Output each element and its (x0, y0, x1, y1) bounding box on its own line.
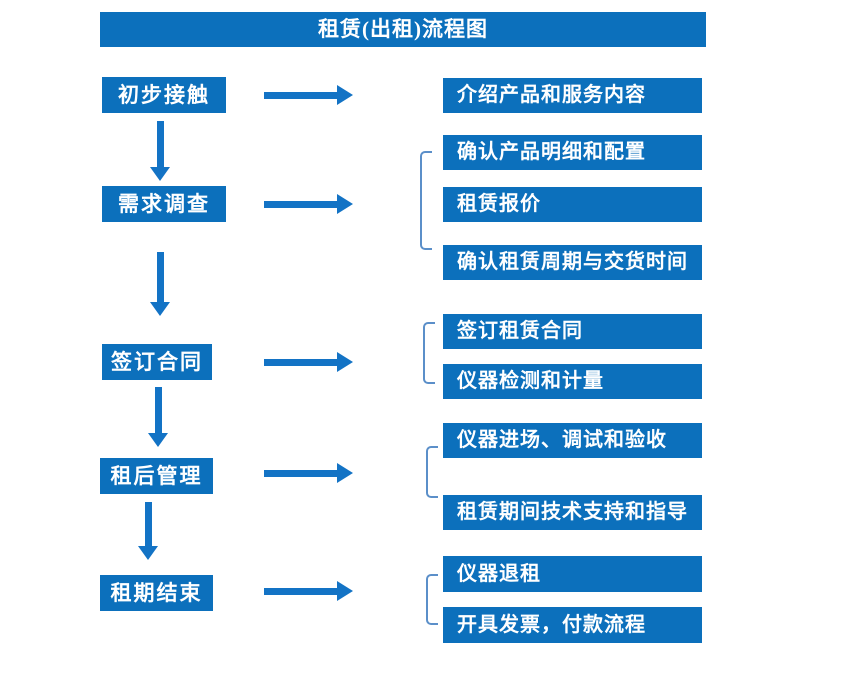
right-item-box-tech-support: 租赁期间技术支持和指导 (443, 495, 702, 530)
right-arrow-shaft (264, 200, 339, 208)
down-arrow-3 (148, 387, 168, 447)
right-arrow-3 (264, 352, 353, 372)
right-arrow-shaft (264, 91, 339, 99)
right-item-box-instrument-arrival: 仪器进场、调试和验收 (443, 423, 702, 458)
group-bracket-needs-survey (420, 151, 432, 250)
down-arrow-head-icon (150, 167, 170, 181)
down-arrow-shaft (156, 252, 164, 304)
diagram-title-bar: 租赁(出租)流程图 (100, 12, 706, 47)
group-bracket-sign-contract (423, 322, 435, 384)
right-arrow-1 (264, 85, 353, 105)
down-arrow-2 (150, 252, 170, 316)
right-item-box-rental-quote: 租赁报价 (443, 187, 702, 222)
left-step-box-sign-contract: 签订合同 (102, 344, 212, 380)
right-item-box-intro-products: 介绍产品和服务内容 (443, 78, 702, 113)
left-step-box-needs-survey: 需求调查 (102, 186, 226, 222)
down-arrow-head-icon (138, 546, 158, 560)
left-step-box-post-rental: 租后管理 (100, 458, 213, 494)
right-item-box-instrument-return: 仪器退租 (443, 556, 702, 592)
group-bracket-post-rental (426, 446, 438, 498)
right-item-box-instrument-testing: 仪器检测和计量 (443, 364, 702, 399)
right-item-box-sign-rental-contract: 签订租赁合同 (443, 314, 702, 349)
right-arrow-2 (264, 194, 353, 214)
right-arrow-head-icon (337, 85, 353, 105)
right-item-box-confirm-period: 确认租赁周期与交货时间 (443, 245, 702, 280)
diagram-title: 租赁(出租)流程图 (318, 17, 488, 41)
down-arrow-shaft (154, 387, 162, 435)
right-item-box-confirm-details: 确认产品明细和配置 (443, 135, 702, 170)
down-arrow-4 (138, 502, 158, 560)
right-arrow-5 (264, 581, 353, 601)
down-arrow-1 (150, 121, 170, 181)
down-arrow-shaft (156, 121, 164, 169)
right-arrow-head-icon (337, 352, 353, 372)
right-arrow-head-icon (337, 581, 353, 601)
right-arrow-shaft (264, 469, 339, 477)
down-arrow-head-icon (150, 302, 170, 316)
right-arrow-4 (264, 463, 353, 483)
right-arrow-head-icon (337, 463, 353, 483)
right-arrow-shaft (264, 358, 339, 366)
right-item-box-invoice-payment: 开具发票，付款流程 (443, 607, 702, 643)
right-arrow-shaft (264, 587, 339, 595)
down-arrow-shaft (144, 502, 152, 548)
left-step-box-initial-contact: 初步接触 (102, 77, 226, 113)
left-step-box-rental-end: 租期结束 (100, 575, 213, 611)
right-arrow-head-icon (337, 194, 353, 214)
down-arrow-head-icon (148, 433, 168, 447)
group-bracket-rental-end (426, 574, 438, 625)
